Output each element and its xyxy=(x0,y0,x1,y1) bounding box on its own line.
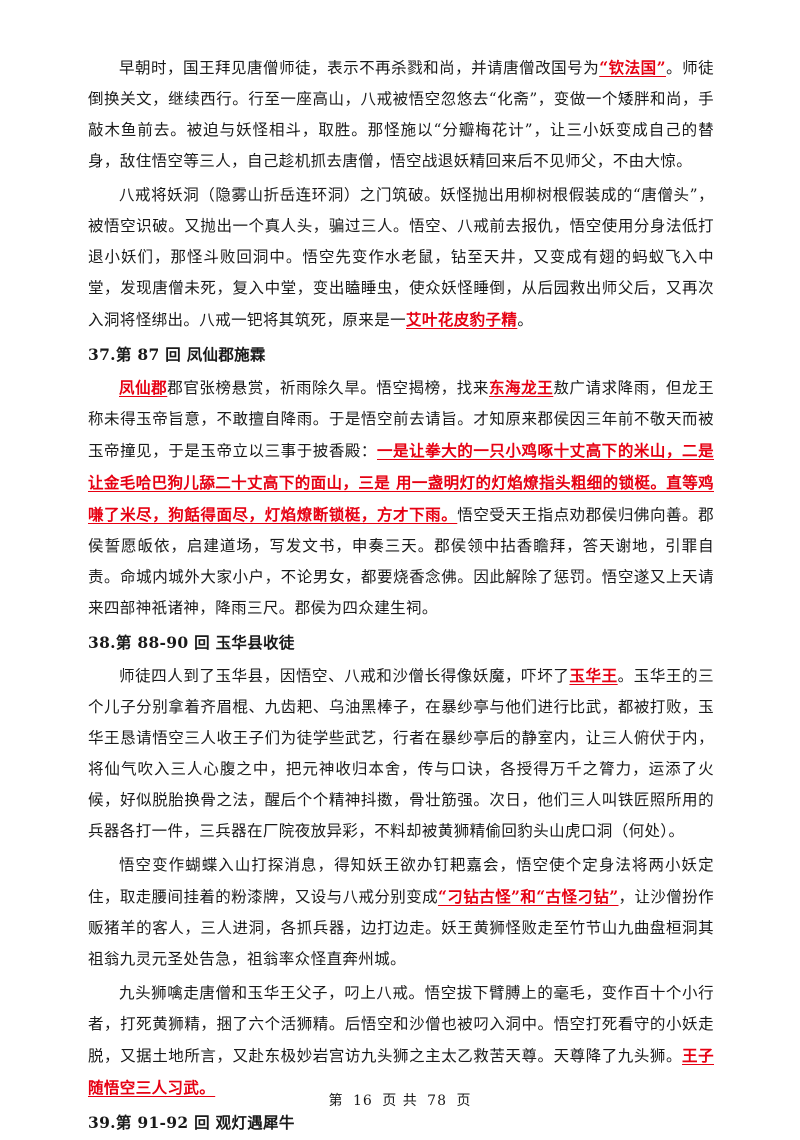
text-run: 38.第 88-90 回 玉华县收徒 xyxy=(88,633,295,652)
highlighted-text: “钦法国” xyxy=(599,58,666,77)
page-footer: 第 16 页 共 78 页 xyxy=(0,1090,800,1110)
body-paragraph: 九头狮噙走唐僧和玉华王父子，叼上八戒。悟空拔下臂膊上的毫毛，变作百十个小行者，打… xyxy=(88,978,714,1104)
footer-page-number: 16 xyxy=(352,1093,373,1109)
text-run: 早朝时，国王拜见唐僧师徒，表示不再杀戮和尚，并请唐僧改国号为 xyxy=(119,59,600,77)
footer-suffix: 页 xyxy=(456,1093,472,1109)
highlighted-text: “刁钻古怪”和“古怪刁钻” xyxy=(438,887,619,906)
document-body: 早朝时，国王拜见唐僧师徒，表示不再杀戮和尚，并请唐僧改国号为“钦法国”。师徒倒换… xyxy=(88,52,714,1140)
highlighted-text: 东海龙王 xyxy=(488,378,554,397)
text-run: 八戒将妖洞（隐雾山折岳连环洞）之门筑破。妖怪抛出用柳树根假装成的“唐僧头”，被悟… xyxy=(88,186,714,329)
highlighted-text: 玉华王 xyxy=(569,666,618,685)
section-heading: 37.第 87 回 凤仙郡施霖 xyxy=(88,339,714,370)
text-run: 悟空变作蝴蝶入山打探消息，得知妖王欲办钉耙嘉会，悟空使个定身法将两小妖定住，取走… xyxy=(88,856,714,906)
highlighted-text: 王子随悟空三人习武。 xyxy=(88,1046,714,1097)
body-paragraph: 早朝时，国王拜见唐僧师徒，表示不再杀戮和尚，并请唐僧改国号为“钦法国”。师徒倒换… xyxy=(88,52,714,177)
text-run: 。玉华王的三个儿子分别拿着齐眉棍、九齿耙、乌油黑棒子，在暴纱亭与他们进行比武，都… xyxy=(88,667,715,840)
text-run: 师徒四人到了玉华县，因悟空、八戒和沙僧长得像妖魔，吓坏了 xyxy=(119,667,570,685)
text-run: 九头狮噙走唐僧和玉华王父子，叼上八戒。悟空拔下臂膊上的毫毛，变作百十个小行者，打… xyxy=(88,984,714,1065)
text-run: 敖广请求降雨，但龙王称未得玉帝旨意，不敢擅自降雨。于是悟空前去请旨。才知原来郡侯… xyxy=(88,379,714,460)
body-paragraph: 凤仙郡郡官张榜悬赏，祈雨除久旱。悟空揭榜，找来东海龙王敖广请求降雨，但龙王称未得… xyxy=(88,372,714,624)
footer-mid: 页 共 xyxy=(382,1093,418,1109)
body-paragraph: 八戒将妖洞（隐雾山折岳连环洞）之门筑破。妖怪抛出用柳树根假装成的“唐僧头”，被悟… xyxy=(88,180,714,336)
text-run: 。 xyxy=(517,311,534,329)
highlighted-text: 艾叶花皮豹子精 xyxy=(406,310,518,329)
body-paragraph: 悟空变作蝴蝶入山打探消息，得知妖王欲办钉耙嘉会，悟空使个定身法将两小妖定住，取走… xyxy=(88,850,714,975)
highlighted-text: 凤仙郡 xyxy=(119,378,168,397)
text-run: 37.第 87 回 凤仙郡施霖 xyxy=(88,345,266,364)
section-heading: 39.第 91-92 回 观灯遇犀牛 xyxy=(88,1107,714,1138)
footer-prefix: 第 xyxy=(328,1093,344,1109)
text-run: 郡官张榜悬赏，祈雨除久旱。悟空揭榜，找来 xyxy=(167,379,489,397)
highlighted-text: 一是让拳大的一只小鸡啄十丈高下的米山，二是让金毛哈巴狗儿舔二十丈高下的面山，三是… xyxy=(88,441,715,524)
text-run: 39.第 91-92 回 观灯遇犀牛 xyxy=(88,1113,295,1132)
body-paragraph: 师徒四人到了玉华县，因悟空、八戒和沙僧长得像妖魔，吓坏了玉华王。玉华王的三个儿子… xyxy=(88,660,714,847)
section-heading: 38.第 88-90 回 玉华县收徒 xyxy=(88,627,714,658)
footer-total-pages: 78 xyxy=(427,1093,447,1109)
text-run: 悟空受天王指点劝郡侯归佛向善。郡侯誓愿皈依，启建道场，写发文书，申奏三天。郡侯领… xyxy=(88,506,715,617)
text-run: 。师徒倒换关文，继续西行。行至一座高山，八戒被悟空忽悠去“化斋”，变做一个矮胖和… xyxy=(88,59,714,170)
text-run: ，让沙僧扮作贩猪羊的客人，三人进洞，各抓兵器，边打边走。妖王黄狮怪败走至竹节山九… xyxy=(88,888,714,968)
